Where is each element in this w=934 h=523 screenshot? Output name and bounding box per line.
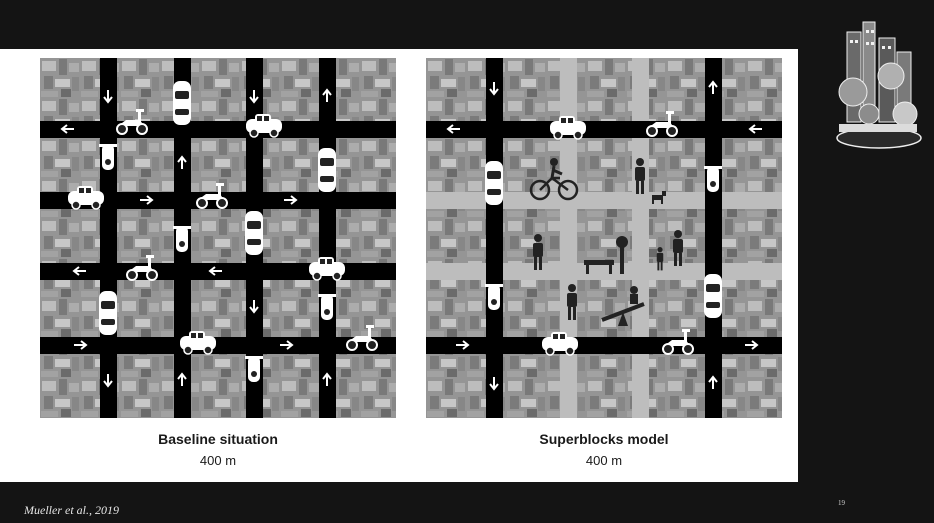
baseline-map	[40, 58, 396, 418]
superblocks-caption-title: Superblocks model	[426, 431, 782, 447]
baseline-figure	[40, 58, 396, 418]
baseline-caption-distance: 400 m	[40, 453, 396, 468]
superblocks-figure	[426, 58, 782, 418]
page-number: 19	[838, 499, 845, 507]
baseline-caption-title: Baseline situation	[40, 431, 396, 447]
superblocks-caption-distance: 400 m	[426, 453, 782, 468]
citation: Mueller et al., 2019	[24, 503, 119, 518]
superblocks-map	[426, 58, 782, 418]
city-illustration	[833, 18, 923, 152]
